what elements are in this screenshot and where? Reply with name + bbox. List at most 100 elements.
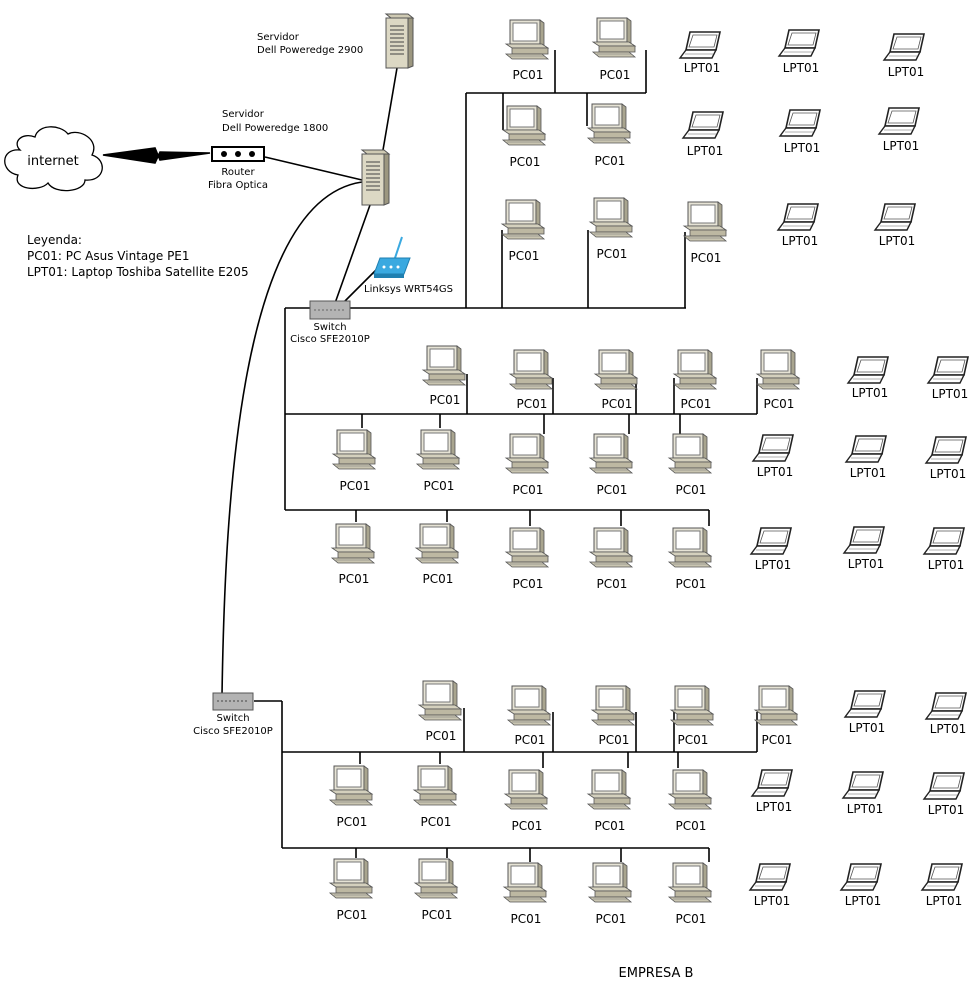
pc-workstation: PC01 bbox=[594, 349, 638, 411]
pc-workstation: PC01 bbox=[587, 769, 631, 833]
pc-workstation: PC01 bbox=[332, 429, 376, 493]
laptop-workstation: LPT01 bbox=[883, 33, 925, 79]
desktop-pc-icon bbox=[756, 349, 800, 390]
desktop-pc-icon bbox=[594, 349, 638, 390]
desktop-pc-icon bbox=[668, 433, 712, 474]
pc-workstation: PC01 bbox=[501, 199, 545, 263]
pc-label: PC01 bbox=[596, 912, 627, 926]
pc-workstation: PC01 bbox=[504, 769, 548, 833]
laptop-label: LPT01 bbox=[850, 466, 887, 480]
laptop-label: LPT01 bbox=[879, 234, 916, 248]
pc-label: PC01 bbox=[595, 819, 626, 833]
desktop-pc-icon bbox=[507, 685, 551, 726]
pc-label: PC01 bbox=[426, 729, 457, 743]
cloud-icon bbox=[4, 126, 103, 192]
desktop-pc-icon bbox=[587, 103, 631, 144]
pc-workstation: PC01 bbox=[668, 862, 712, 926]
laptop-label: LPT01 bbox=[883, 139, 920, 153]
pc-workstation: PC01 bbox=[505, 433, 549, 497]
laptop-label: LPT01 bbox=[926, 894, 963, 908]
laptop-label: LPT01 bbox=[928, 558, 965, 572]
laptop-workstation: LPT01 bbox=[682, 111, 724, 158]
laptop-label: LPT01 bbox=[930, 722, 967, 736]
pc-label: PC01 bbox=[597, 247, 628, 261]
pc-workstation: PC01 bbox=[418, 680, 462, 743]
desktop-pc-icon bbox=[589, 433, 633, 474]
desktop-pc-icon bbox=[505, 19, 549, 60]
desktop-pc-icon bbox=[329, 858, 373, 899]
laptop-workstation: LPT01 bbox=[842, 771, 884, 816]
laptop-icon bbox=[921, 863, 963, 891]
laptop-workstation: LPT01 bbox=[777, 203, 819, 248]
legend-item: PC01: PC Asus Vintage PE1 bbox=[27, 249, 190, 263]
laptop-workstation: LPT01 bbox=[679, 31, 721, 75]
laptop-icon bbox=[844, 690, 886, 718]
pc-label: PC01 bbox=[600, 68, 631, 82]
laptop-icon bbox=[845, 435, 887, 463]
pc-label: PC01 bbox=[676, 912, 707, 926]
laptop-label: LPT01 bbox=[845, 894, 882, 908]
pc-label: PC01 bbox=[513, 577, 544, 591]
legend: Leyenda: PC01: PC Asus Vintage PE1 LPT01… bbox=[27, 232, 249, 280]
laptop-icon bbox=[779, 109, 821, 137]
pc-label: PC01 bbox=[513, 483, 544, 497]
pc-label: PC01 bbox=[511, 912, 542, 926]
footer-title: EMPRESA B bbox=[619, 966, 694, 981]
laptop-workstation: LPT01 bbox=[752, 434, 794, 479]
desktop-pc-icon bbox=[416, 429, 460, 470]
laptop-workstation: LPT01 bbox=[750, 527, 792, 572]
laptop-workstation: LPT01 bbox=[844, 690, 886, 735]
switch-top-sublabel: Cisco SFE2010P bbox=[290, 334, 370, 345]
laptop-label: LPT01 bbox=[687, 144, 724, 158]
pc-label: PC01 bbox=[337, 908, 368, 922]
pc-workstation: PC01 bbox=[668, 433, 712, 497]
laptop-icon bbox=[749, 863, 791, 891]
pc-workstation: PC01 bbox=[414, 858, 458, 922]
internet-cloud: internet bbox=[4, 126, 103, 192]
desktop-pc-icon bbox=[670, 685, 714, 726]
pc-workstation: PC01 bbox=[670, 685, 714, 747]
laptop-workstation: LPT01 bbox=[845, 435, 887, 480]
pc-workstation: PC01 bbox=[416, 429, 460, 493]
laptop-label: LPT01 bbox=[888, 65, 925, 79]
pc-workstation: PC01 bbox=[673, 349, 717, 411]
router-label: Router bbox=[221, 167, 255, 178]
laptop-icon bbox=[778, 29, 820, 57]
pc-label: PC01 bbox=[762, 733, 793, 747]
pc-workstation: PC01 bbox=[756, 349, 800, 411]
laptop-icon bbox=[750, 527, 792, 555]
desktop-pc-icon bbox=[591, 685, 635, 726]
pc-label: PC01 bbox=[517, 397, 548, 411]
laptop-icon bbox=[843, 526, 885, 554]
laptop-workstation: LPT01 bbox=[749, 863, 791, 908]
pc-workstation: PC01 bbox=[505, 19, 549, 82]
pc-label: PC01 bbox=[421, 815, 452, 829]
desktop-pc-icon bbox=[329, 765, 373, 806]
switch-bottom-label: Switch bbox=[216, 713, 249, 724]
desktop-pc-icon bbox=[331, 523, 375, 564]
pc-workstation: PC01 bbox=[329, 765, 373, 829]
desktop-pc-icon bbox=[414, 858, 458, 899]
pc-workstation: PC01 bbox=[588, 862, 632, 926]
wireless-router-icon bbox=[373, 236, 411, 278]
pc-label: PC01 bbox=[422, 908, 453, 922]
laptop-icon bbox=[847, 356, 889, 384]
pc-workstation: PC01 bbox=[587, 103, 631, 168]
pc-workstation: PC01 bbox=[422, 345, 466, 407]
pc-workstation: PC01 bbox=[591, 685, 635, 747]
desktop-pc-icon bbox=[504, 769, 548, 810]
laptop-icon bbox=[682, 111, 724, 139]
laptop-workstation: LPT01 bbox=[923, 527, 965, 572]
pc-workstation: PC01 bbox=[589, 197, 633, 261]
laptop-workstation: LPT01 bbox=[874, 203, 916, 248]
pc-label: PC01 bbox=[339, 572, 370, 586]
desktop-pc-icon bbox=[589, 197, 633, 238]
pc-workstation: PC01 bbox=[683, 201, 727, 265]
laptop-workstation: LPT01 bbox=[925, 692, 967, 736]
laptop-workstation: LPT01 bbox=[843, 526, 885, 571]
internet-label: internet bbox=[27, 154, 78, 169]
laptop-icon bbox=[925, 436, 967, 464]
laptop-label: LPT01 bbox=[784, 141, 821, 155]
legend-item: LPT01: Laptop Toshiba Satellite E205 bbox=[27, 265, 249, 279]
laptop-workstation: LPT01 bbox=[923, 772, 965, 817]
